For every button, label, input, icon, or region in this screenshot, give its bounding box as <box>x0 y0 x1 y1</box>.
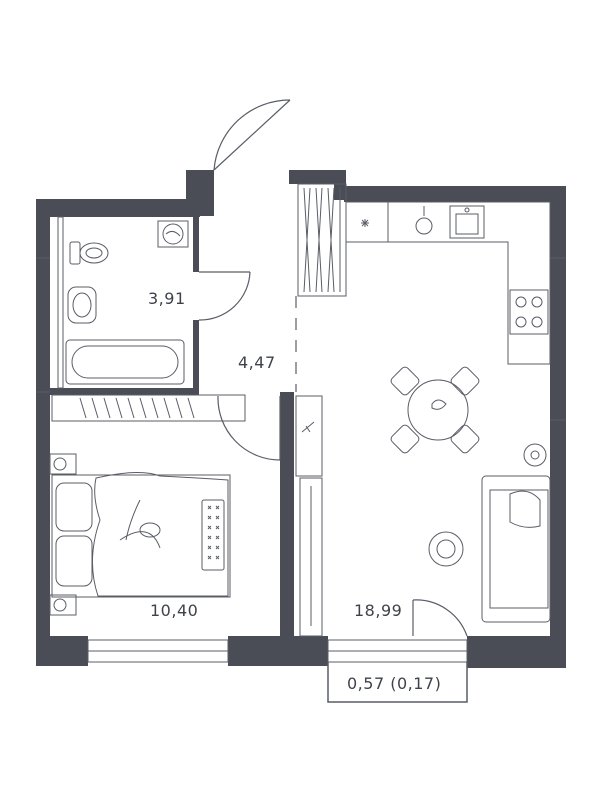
doors <box>198 99 468 637</box>
hall-area-label: 4,47 <box>238 353 276 372</box>
living-furniture <box>295 201 551 637</box>
sofa-icon <box>481 475 551 623</box>
hall-bench-icon <box>295 395 323 477</box>
chair-icon <box>450 424 480 454</box>
balcony-area-label: 0,57 (0,17) <box>347 674 441 693</box>
toilet-icon <box>69 241 109 265</box>
bathtub-icon <box>65 339 185 385</box>
plant-icon <box>361 219 369 227</box>
chair-icon <box>390 366 420 396</box>
hall-wardrobe <box>297 183 347 297</box>
chair-icon <box>390 424 420 454</box>
bedroom-wardrobe <box>51 394 246 422</box>
bathroom-fixtures <box>65 220 189 385</box>
living-area-label: 18,99 <box>354 601 402 620</box>
nightstand-icon <box>49 594 77 616</box>
balcony <box>327 662 468 703</box>
entrance-door <box>213 99 291 171</box>
bathroom-area-label: 3,91 <box>148 289 186 308</box>
walls <box>36 170 566 668</box>
chair-icon <box>450 366 480 396</box>
area-labels: 3,91 4,47 10,40 18,99 0,57 (0,17) <box>148 289 441 693</box>
coffee-table-icon <box>428 531 464 567</box>
bedroom-furniture <box>49 453 231 616</box>
windows <box>36 257 566 663</box>
mirror-icon <box>299 477 323 637</box>
nightstand-icon <box>49 453 77 475</box>
cooktop-icon <box>415 206 433 235</box>
bench-icon <box>201 499 225 571</box>
bed-icon <box>51 471 231 598</box>
interior-walls <box>50 216 294 638</box>
kitchen-counter <box>345 201 551 365</box>
stove-icon <box>509 289 549 335</box>
bedroom-area-label: 10,40 <box>150 601 198 620</box>
lamp-icon <box>523 443 547 467</box>
dining-table-icon <box>407 379 469 441</box>
kitchen-sink-icon <box>449 205 485 239</box>
sink-icon <box>67 286 97 324</box>
washing-machine-icon <box>157 220 189 248</box>
